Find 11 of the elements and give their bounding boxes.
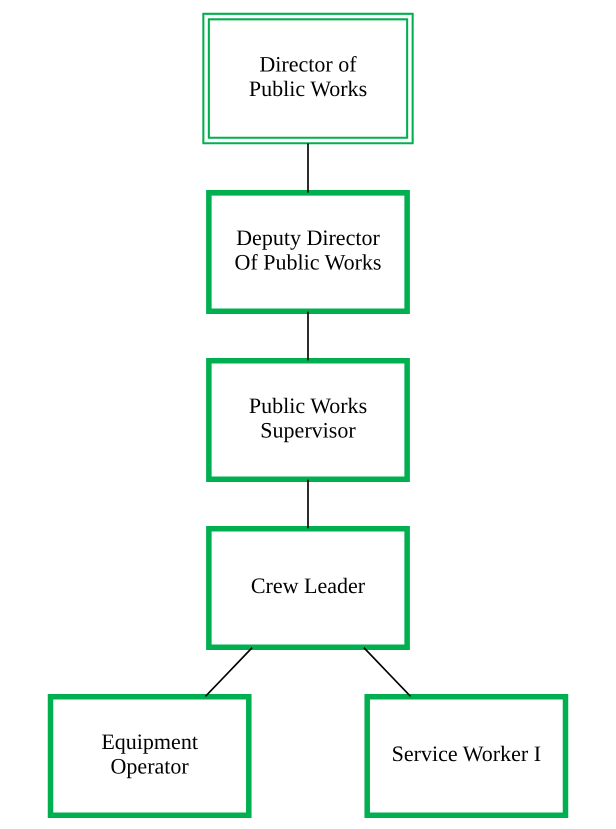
connector [307,143,309,193]
connector [307,480,309,528]
node-box: Public Works Supervisor [206,358,410,482]
node-box: Director of Public Works [202,12,414,144]
connector [363,647,412,697]
connector [204,647,253,697]
node-box: Equipment Operator [48,694,252,818]
node-box: Deputy Director Of Public Works [206,190,410,314]
node-box: Crew Leader [206,526,410,650]
connector [307,312,309,360]
node-box: Service Worker I [364,694,568,818]
